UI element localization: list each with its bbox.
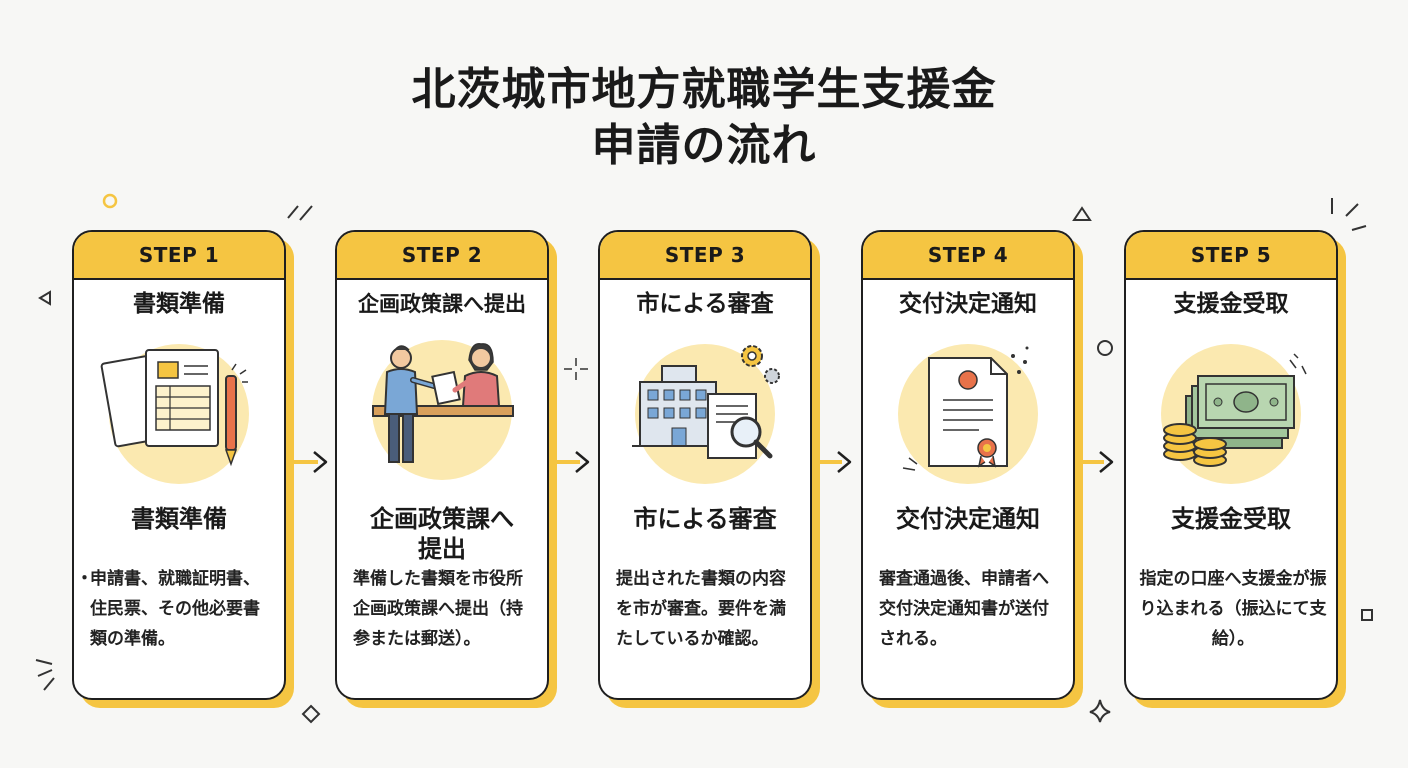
documents-pen-icon — [100, 344, 249, 484]
step-subtitle: 市による審査 — [633, 505, 777, 533]
step-subtitle: 支援金受取 — [1171, 505, 1291, 533]
step-label: STEP 2 — [337, 232, 547, 280]
step-name: 交付決定通知 — [899, 291, 1037, 317]
step-description: 準備した書類を市役所企画政策課へ提出（持参または郵送）。 — [353, 569, 523, 649]
money-coins-icon — [1161, 344, 1307, 484]
step-card-4: STEP 4 交付決定通知 交付決定通知 審査通過後、申請者へ交付決定通知書が送… — [861, 230, 1075, 700]
step-description: 申請書、就職証明書、住民票、その他必要書類の準備。 — [76, 564, 272, 654]
step-subtitle: 書類準備 — [131, 505, 227, 533]
arrow-head-1 — [313, 451, 328, 473]
step-name: 市による審査 — [636, 291, 774, 317]
step-label: STEP 3 — [600, 232, 810, 280]
deco-triangle — [1072, 206, 1092, 221]
deco-circle — [102, 193, 118, 209]
step-card-5: STEP 5 支援金受取 支援金受取 指定の口座へ支援金が振り込まれる（振込にて… — [1124, 230, 1338, 700]
step-label: STEP 5 — [1126, 232, 1336, 280]
step-subtitle: 企画政策課へ提出 — [370, 505, 514, 563]
deco-circle — [1097, 340, 1113, 356]
deco-sparkle — [1089, 699, 1111, 723]
arrow-head-3 — [837, 451, 852, 473]
deco-lines — [287, 205, 313, 221]
deco-square — [1361, 609, 1373, 621]
page-title: 北茨城市地方就職学生支援金 申請の流れ — [0, 62, 1408, 174]
step-description: 提出された書類の内容を市が審査。要件を満たしているか確認。 — [616, 569, 786, 649]
step-name: 企画政策課へ提出 — [358, 292, 526, 316]
step-card-3: STEP 3 市による審査 市による審査 提出された書類の内容を市が審査。要件を… — [598, 230, 812, 700]
title-line-2: 申請の流れ — [591, 120, 817, 171]
step-label: STEP 1 — [74, 232, 284, 280]
certificate-icon — [898, 344, 1038, 484]
step-name: 支援金受取 — [1173, 291, 1289, 317]
step-label: STEP 4 — [863, 232, 1073, 280]
deco-lines — [35, 659, 55, 691]
step-description: 指定の口座へ支援金が振り込まれる（振込にて支給）。 — [1139, 569, 1327, 649]
counter-handover-icon — [372, 340, 514, 480]
step-card-2: STEP 2 企画政策課へ提出 企画政策課へ提出 準備した書類を市役所企画政策課… — [335, 230, 549, 700]
deco-plus — [564, 358, 588, 380]
deco-triangle — [38, 290, 51, 306]
step-card-1: STEP 1 書類準備 書類準備 申請書、就職証明書、住民票、その他必要書類の準… — [72, 230, 286, 700]
arrow-head-2 — [575, 451, 590, 473]
deco-diamond — [301, 704, 321, 724]
arrow-head-4 — [1099, 451, 1114, 473]
deco-lines — [1331, 198, 1367, 231]
title-line-1: 北茨城市地方就職学生支援金 — [411, 64, 997, 115]
city-hall-review-icon — [632, 344, 780, 484]
step-description: 審査通過後、申請者へ交付決定通知書が送付される。 — [879, 569, 1049, 649]
step-subtitle: 交付決定通知 — [896, 505, 1040, 533]
step-name: 書類準備 — [133, 291, 225, 317]
